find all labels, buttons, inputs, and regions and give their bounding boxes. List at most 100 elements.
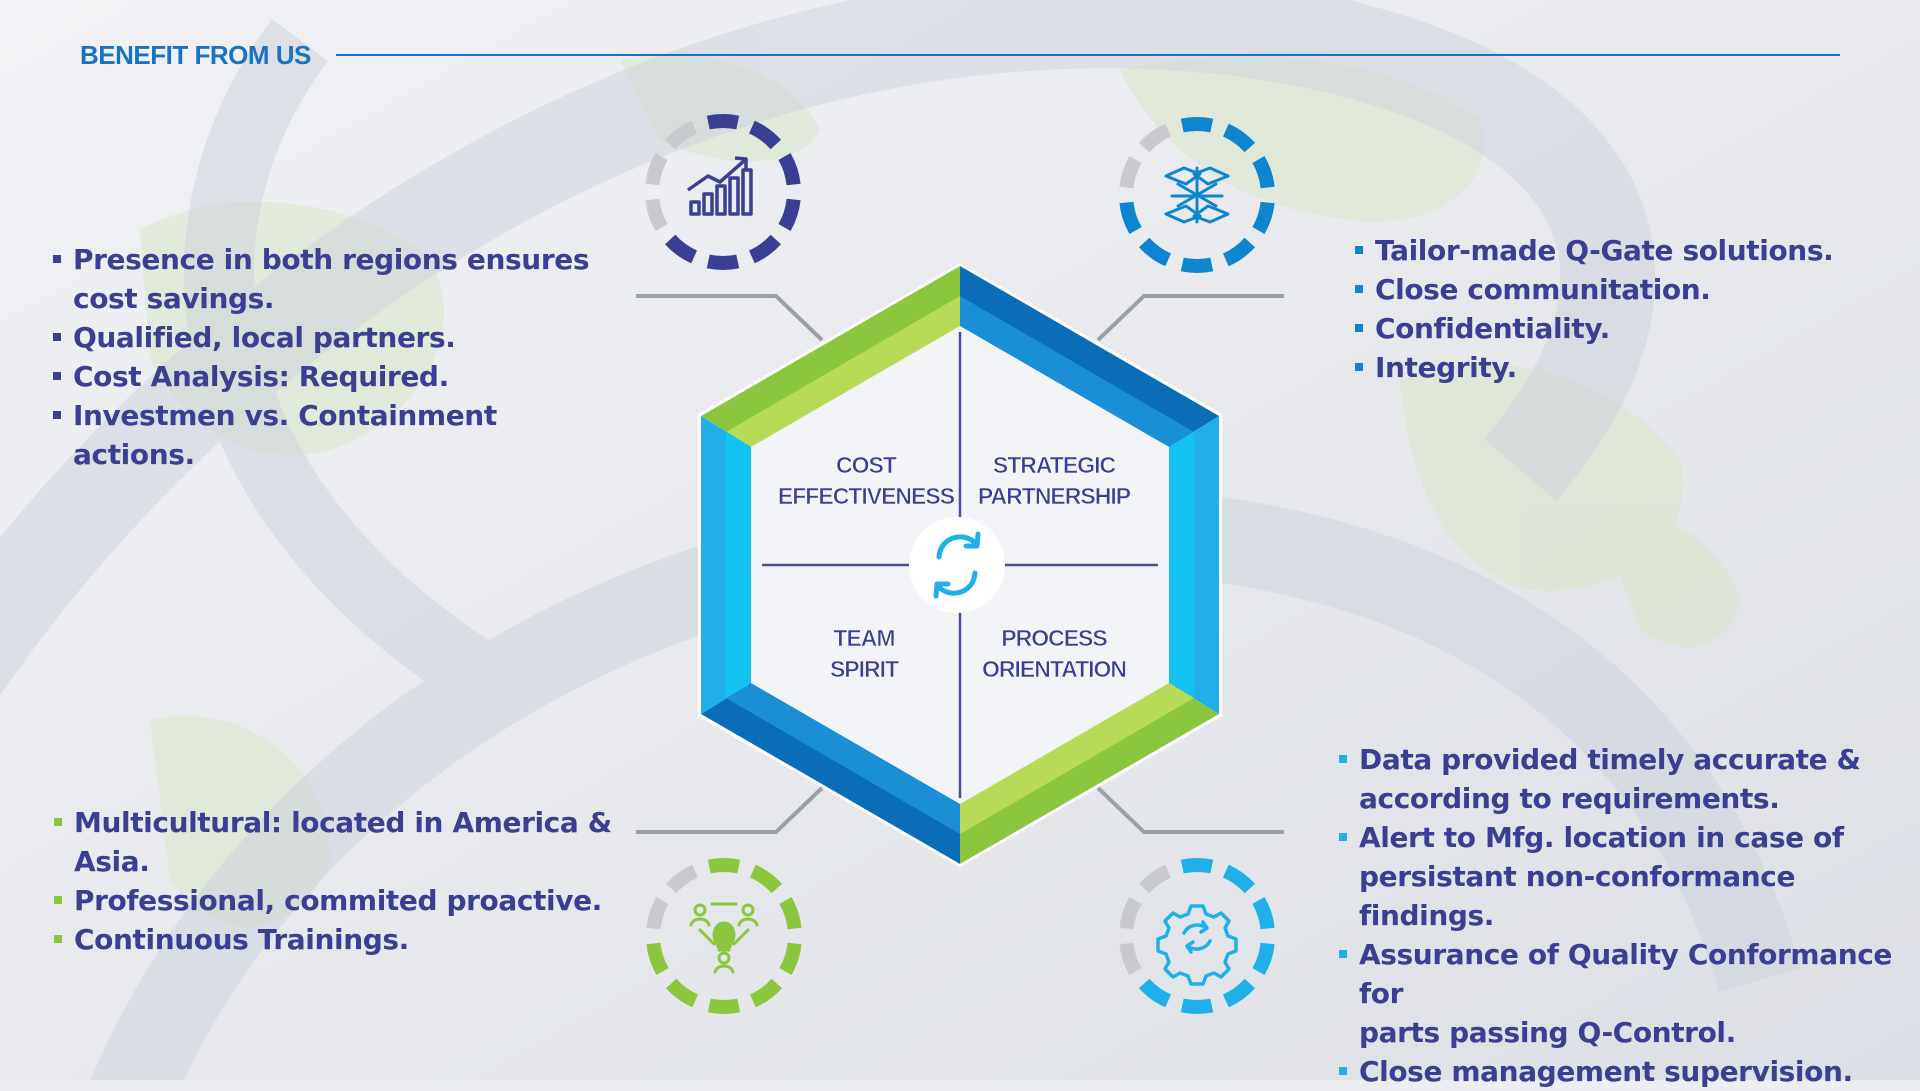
ring-segment [1139,978,1171,1008]
ring-segment [1180,257,1214,274]
ring-segment [1139,864,1171,894]
list-item-text-continued: parts passing Q-Control. [1359,1016,1736,1049]
frame-top-right-inner [960,296,1194,447]
ring-segment [1223,864,1255,894]
frame-bottom-left [701,683,960,864]
ring-segment [646,942,669,975]
connector-top-right [1096,294,1284,342]
list-item: Integrity. [1355,348,1875,387]
list-item-text: Continuous Trainings. [74,923,409,956]
list-process-orientation: Data provided timely accurate & according… [1339,740,1899,1091]
connector-top-left [636,294,824,342]
list-item: Qualified, local partners. [53,318,613,357]
ring-top-right [1119,116,1275,274]
quadrant-cost-line2: EFFECTIVENESS [778,483,955,509]
ring-segment [707,857,741,874]
ring-segment [779,942,802,975]
list-item-text: Data provided timely accurate & [1359,743,1861,776]
list-item: Presence in both regions ensures cost sav… [53,240,613,318]
quadrant-team-line1: TEAM [833,625,894,651]
connector-lines [636,294,1284,834]
list-item-text: Integrity. [1375,351,1517,384]
frame-top-left-inner [726,296,960,447]
frame-bottom-right-inner [960,683,1194,834]
quadrant-process-line2: ORIENTATION [982,656,1126,682]
quadrant-cost-line1: COST [836,452,897,478]
frame-top-left [701,266,960,447]
list-item: Assurance of Quality Conformance for part… [1339,935,1899,1052]
list-item: Close communitation. [1355,270,1875,309]
connector-bottom-right [1096,786,1284,834]
ring-segment [750,978,782,1008]
ring-top-left [645,113,801,271]
frame-top-right [960,266,1219,447]
ring-segment [778,198,801,231]
header: BENEFIT FROM US [78,36,1840,76]
frame-bottom-right [960,683,1219,864]
ring-segment [1139,123,1171,153]
list-item-text: Assurance of Quality Conformance for [1359,938,1893,1010]
quadrant-strategic-line2: PARTNERSHIP [978,483,1131,509]
list-item: Multicultural: located in America & Asia… [54,803,654,881]
ring-segment [750,864,782,894]
ring-segment [778,153,801,186]
connector-bottom-left [636,786,824,834]
refresh-arrows-icon [933,531,981,599]
ring-segment [1252,201,1275,234]
ring-segment [1139,237,1171,267]
bar-chart-growth-icon [686,156,753,216]
ring-segment [749,120,781,150]
list-item: Tailor-made Q-Gate solutions. [1355,231,1875,270]
list-item-text: Confidentiality. [1375,312,1610,345]
ring-segment [1223,123,1255,153]
list-item-text: Qualified, local partners. [73,321,456,354]
list-item-text: Cost Analysis: Required. [73,360,449,393]
list-item: Cost Analysis: Required. [53,357,613,396]
list-item-text-continued: persistant non-conformance findings. [1359,860,1796,932]
ring-segment [1119,201,1142,234]
ring-segment [1252,942,1275,975]
ring-segment [645,153,668,186]
list-item-text-continued: cost savings. [73,282,275,315]
list-item-text: Tailor-made Q-Gate solutions. [1375,234,1834,267]
list-item-text: Presence in both regions ensures [73,243,590,276]
list-item-text-continued: according to requirements. [1359,782,1780,815]
ring-segment [665,120,697,150]
ring-segment [1119,156,1142,189]
ring-segment [1223,978,1255,1008]
frame-right-inner [1169,432,1194,698]
list-item: Confidentiality. [1355,309,1875,348]
list-team-spirit: Multicultural: located in America & Asia… [54,803,654,959]
ring-bottom-right [1119,857,1275,1015]
list-item-text: Close communitation. [1375,273,1711,306]
ring-segment [779,897,802,930]
ring-segment [1223,237,1255,267]
ring-segment [1252,156,1275,189]
list-item-text: Close management supervision. [1359,1055,1853,1088]
gear-cycle-icon [1156,904,1238,986]
header-rule [336,54,1840,56]
hexagon-frame [701,266,1219,864]
ring-segment [666,864,698,894]
ring-segment [706,113,740,130]
ring-segment [645,198,668,231]
frame-bottom-left-inner [726,683,960,834]
list-strategic-partnership: Tailor-made Q-Gate solutions. Close commu… [1355,231,1875,387]
list-item-text: Professional, commited proactive. [74,884,602,917]
ring-segment [665,234,697,264]
quadrant-team-line2: SPIRIT [830,656,899,682]
list-item: Data provided timely accurate & according… [1339,740,1899,818]
ring-segment [1180,998,1214,1015]
ring-segment [706,254,740,271]
team-lightbulb-icon [689,902,759,974]
list-item: Investmen vs. Containment actions. [53,396,613,474]
ring-segment [1119,942,1142,975]
list-item: Close management supervision. [1339,1052,1899,1091]
ring-segment [1119,897,1142,930]
page-title: BENEFIT FROM US [80,40,311,70]
ring-segment [646,897,669,930]
ring-bottom-left [646,857,802,1015]
center-circle [909,517,1005,613]
